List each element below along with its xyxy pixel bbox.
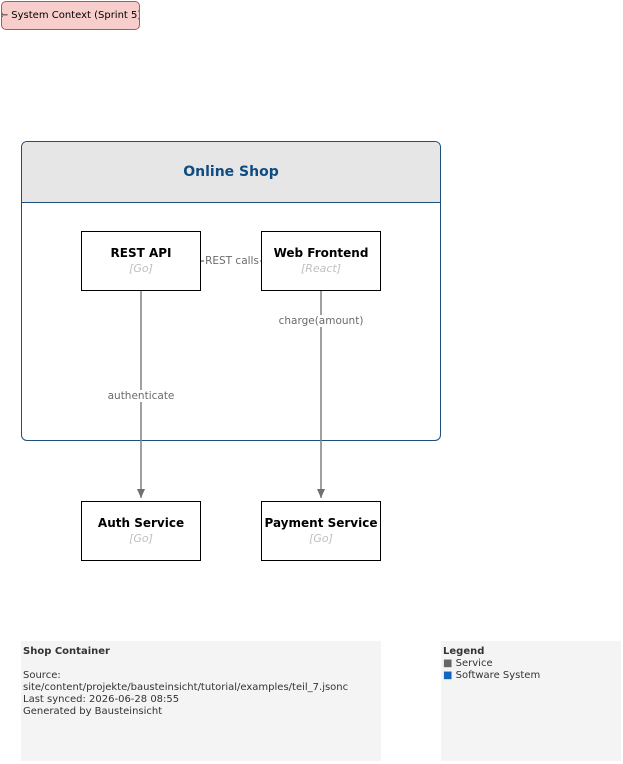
legend-item-software-system: ■ Software System xyxy=(443,670,619,682)
service-swatch-icon: ■ xyxy=(443,658,453,669)
software-system-swatch-icon: ■ xyxy=(443,670,453,681)
back-to-system-context-link[interactable]: ← System Context (Sprint 5) xyxy=(1,1,140,30)
node-auth-service-title: Auth Service xyxy=(97,516,185,530)
edge-label-charge: charge(amount) xyxy=(277,315,365,327)
node-payment-service-title: Payment Service xyxy=(264,516,378,530)
node-rest-api-tech: [Go] xyxy=(129,262,153,275)
node-web-frontend-tech: [React] xyxy=(300,262,342,275)
info-title: Shop Container xyxy=(23,646,110,657)
diagram-info-panel: Shop Container Source: site/content/proj… xyxy=(21,641,381,761)
node-auth-service-tech: [Go] xyxy=(129,532,153,545)
boundary-title: Online Shop xyxy=(22,142,440,203)
info-source-label: Source: xyxy=(23,670,61,681)
info-synced: Last synced: 2026-06-28 08:55 xyxy=(23,694,180,705)
info-generated: Generated by Bausteinsicht xyxy=(23,706,163,717)
legend-item-software-system-label: Software System xyxy=(455,670,541,681)
edge-label-authenticate: authenticate xyxy=(106,390,176,402)
legend-item-service-label: Service xyxy=(455,658,493,669)
node-web-frontend-title: Web Frontend xyxy=(273,246,369,260)
node-rest-api-title: REST API xyxy=(110,246,172,260)
edge-label-rest-calls: REST calls xyxy=(204,255,260,267)
node-payment-service[interactable]: Payment Service [Go] xyxy=(261,501,381,561)
info-source-path: site/content/projekte/bausteinsicht/tuto… xyxy=(23,682,349,693)
online-shop-boundary: Online Shop xyxy=(21,141,441,441)
node-auth-service[interactable]: Auth Service [Go] xyxy=(81,501,201,561)
edge-rest-calls[interactable] xyxy=(201,260,325,498)
legend-title: Legend xyxy=(443,646,485,657)
node-payment-service-tech: [Go] xyxy=(309,532,333,545)
node-web-frontend[interactable]: Web Frontend [React] xyxy=(261,231,381,291)
legend-panel: Legend ■ Service ■ Software System xyxy=(441,641,621,761)
legend-item-service: ■ Service xyxy=(443,658,619,670)
node-rest-api[interactable]: REST API [Go] xyxy=(81,231,201,291)
